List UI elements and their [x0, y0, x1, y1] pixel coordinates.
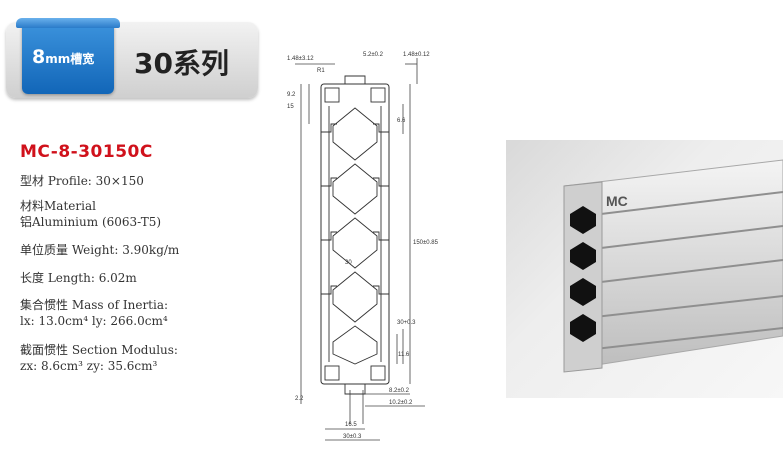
spec-inertia-label: 集合惯性 Mass of Inertia:: [20, 298, 169, 312]
dim-left-15: 15: [287, 104, 294, 110]
product-photo: MC: [506, 140, 783, 398]
dim-top-left: 1.48±3.12: [287, 56, 314, 62]
dim-bottom-82: 8.2±0.2: [389, 388, 410, 394]
dim-height: 150±0.85: [413, 240, 439, 246]
spec-modulus-label: 截面惯性 Section Modulus:: [20, 343, 178, 357]
spec-material-line2: 铝Aluminium (6063-T5): [20, 215, 162, 229]
slot-width-badge: 8mm槽宽: [16, 18, 120, 94]
badge-text: 8mm槽宽: [32, 46, 94, 68]
profile-drawing-svg: 1.48±3.12 1.48±0.12 5.2±0.2 R1 9.2 15 6.…: [287, 52, 439, 441]
badge-tab: [16, 18, 120, 28]
spec-modulus-values: zx: 8.6cm³ zy: 35.6cm³: [20, 359, 158, 373]
model-number: MC-8-30150C: [20, 142, 153, 162]
spec-material-line1: 材料Material: [20, 199, 96, 213]
spec-length: 长度 Length: 6.02m: [20, 271, 137, 285]
profile-drawing: 1.48±3.12 1.48±0.12 5.2±0.2 R1 9.2 15 6.…: [285, 44, 445, 444]
product-photo-svg: MC: [563, 159, 783, 373]
badge-number: 8: [32, 46, 46, 68]
spec-inertia-values: lx: 13.0cm⁴ ly: 266.0cm⁴: [20, 314, 168, 328]
series-title: 30系列: [134, 47, 229, 80]
dim-bottom-102: 10.2±0.2: [389, 400, 413, 406]
badge-unit: mm槽宽: [45, 52, 95, 66]
dim-bottom-22: 2.2: [295, 396, 304, 402]
dim-r: R1: [317, 68, 325, 74]
dim-right-lower: 30+0.3: [397, 320, 416, 326]
series-header: 8mm槽宽 30系列: [6, 18, 258, 98]
dim-bottom-165: 16.5: [345, 422, 357, 428]
spec-profile: 型材 Profile: 30×150: [20, 174, 144, 188]
dim-left-9: 9.2: [287, 92, 296, 98]
dim-right-6: 6.6: [397, 118, 406, 124]
photo-label: MC: [606, 193, 628, 209]
dim-top-mid: 5.2±0.2: [363, 52, 384, 58]
spec-unit-mass: 单位质量 Weight: 3.90kg/m: [20, 243, 180, 257]
dim-mid: 30: [345, 260, 352, 266]
dim-side-11: 11.6: [398, 352, 410, 358]
dim-top-right: 1.48±0.12: [403, 52, 430, 58]
dim-bottom-30: 30±0.3: [343, 434, 362, 440]
